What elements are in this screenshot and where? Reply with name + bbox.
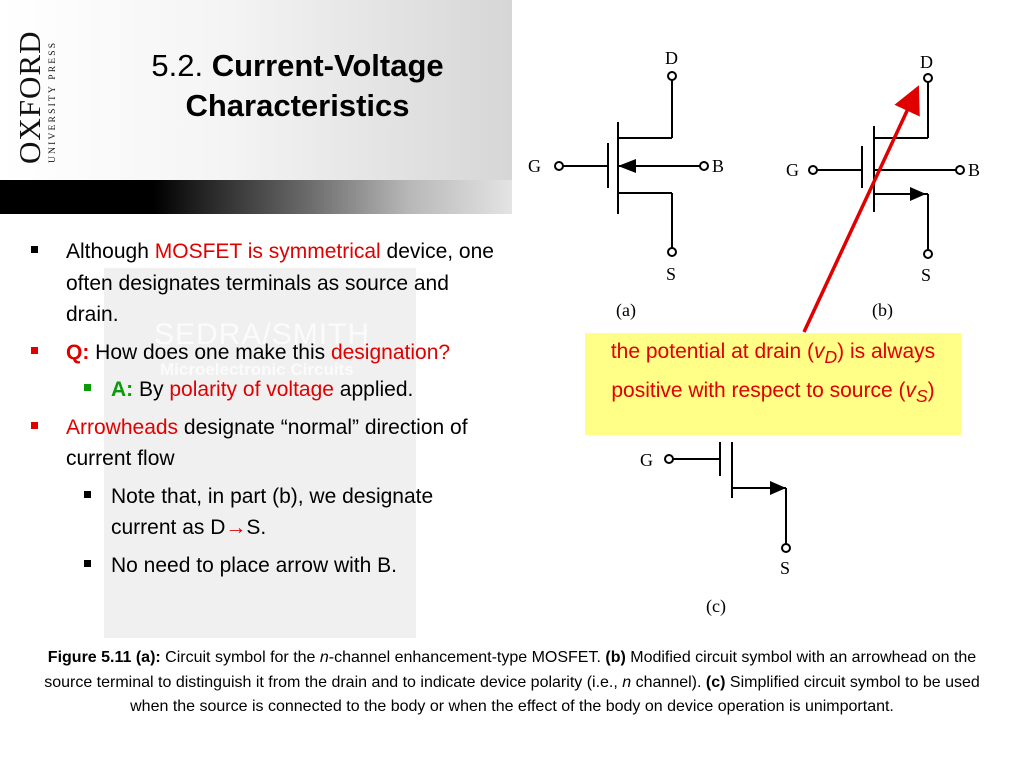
note-var-v: v [905, 379, 916, 403]
bullet-highlight: MOSFET is symmetrical [154, 240, 381, 263]
bullet-text: No need to place arrow with B. [111, 553, 397, 577]
bullet-item-symmetric: Although MOSFET is symmetrical device, o… [28, 236, 498, 331]
label-a: (a) [616, 300, 636, 321]
drain-terminal-b [923, 73, 933, 83]
bullet-highlight: Arrowheads [66, 415, 179, 439]
square-bullet-icon [31, 346, 38, 354]
source-terminal-a [667, 247, 677, 257]
bullet-text: designate “normal” direction of current … [66, 415, 468, 471]
note-text: the potential at drain ( [610, 340, 814, 363]
gate-terminal-a [554, 161, 564, 171]
label-d-b: D [920, 52, 933, 72]
title-number: 5.2. [151, 48, 204, 83]
red-pointer-arrow [802, 85, 920, 333]
note-text: ) is always positive with respect to sou… [611, 340, 936, 403]
logo-sub-text: UNIVERSITY PRESS [48, 40, 58, 163]
header-gradient [0, 0, 512, 180]
label-s-c: S [780, 558, 790, 578]
watermark-title: SEDRA/SMITH [154, 318, 371, 351]
symbol-b: D G B S (b) [786, 52, 980, 321]
note-sub-d: D [824, 347, 838, 368]
watermark-subtitle: Microelectronic Circuits [160, 360, 354, 379]
label-s-b: S [921, 265, 931, 285]
bullet-question-label: Q: [66, 340, 90, 364]
note-sub-s: S [915, 386, 928, 407]
label-s-a: S [666, 264, 676, 284]
square-bullet-icon [31, 421, 38, 429]
bullet-answer-label: A: [111, 378, 134, 401]
logo-main-text: OXFORD [12, 30, 47, 164]
bullet-text: S. [246, 516, 267, 539]
caption-italic: n [319, 649, 329, 666]
gate-terminal-c [664, 454, 674, 464]
right-arrow-icon: → [225, 516, 247, 539]
header-bar [0, 180, 512, 214]
book-cover-watermark: SEDRA/SMITH Microelectronic Circuits [104, 268, 416, 638]
label-b: (b) [872, 300, 893, 321]
bullet-text: How does one make this [89, 340, 331, 364]
note-var-v: v [813, 340, 825, 363]
bullet-item-question: Q: How does one make this designation? [28, 337, 498, 369]
slide-title: 5.2. Current-Voltage Characteristics [100, 46, 495, 126]
bullet-list: Although MOSFET is symmetrical device, o… [28, 236, 498, 581]
caption-label: Figure 5.11 (a): [47, 649, 161, 666]
bullet-text: Note that, in part (b), we designate cur… [111, 484, 434, 540]
caption-text: channel). [631, 673, 706, 691]
oxford-logo: OXFORD UNIVERSITY PRESS [8, 10, 68, 166]
bullet-item-note: Note that, in part (b), we designate cur… [28, 481, 498, 544]
drain-terminal-a [667, 71, 677, 81]
caption-text: -channel enhancement-type MOSFET. [328, 649, 606, 666]
caption-text: Circuit symbol for the [160, 649, 320, 666]
source-terminal-b [923, 249, 933, 259]
bullet-text: Although [66, 240, 155, 263]
symbol-a: D G B S (a) [528, 48, 724, 321]
square-bullet-icon [31, 246, 38, 253]
label-g-b: G [786, 160, 799, 180]
label-c: (c) [706, 596, 726, 617]
caption-text: Simplified circuit symbol to be used whe… [130, 673, 980, 716]
square-bullet-icon [84, 384, 91, 391]
caption-label: (c) [705, 673, 726, 691]
label-g-a: G [528, 156, 541, 176]
caption-italic: n [622, 673, 632, 691]
bullet-item-no-arrow: No need to place arrow with B. [28, 550, 498, 582]
title-line1: Current-Voltage [211, 48, 444, 83]
drain-potential-note: the potential at drain (vD) is always po… [585, 333, 961, 435]
body-arrow-icon [618, 159, 636, 173]
figure-caption: Figure 5.11 (a): Circuit symbol for the … [24, 646, 1000, 720]
caption-label: (b) [605, 649, 626, 666]
square-bullet-icon [84, 559, 91, 567]
symbol-c: G S (c) [640, 442, 791, 617]
bullet-item-arrowheads: Arrowheads designate “normal” direction … [28, 412, 498, 475]
gate-terminal-b [808, 165, 818, 175]
bullet-text: applied. [333, 378, 414, 401]
bullet-text: device, one often designates terminals a… [66, 240, 494, 326]
label-b-b: B [968, 160, 980, 180]
title-line2: Characteristics [185, 88, 410, 123]
caption-text: Modified circuit symbol with an arrowhea… [44, 649, 977, 691]
label-g-c: G [640, 450, 653, 470]
mosfet-symbols-diagram: D G B S (a) D G B S (b) G [528, 48, 980, 617]
body-terminal-a [699, 161, 709, 171]
body-terminal-b [955, 165, 965, 175]
bullet-highlight: polarity of voltage [169, 378, 334, 401]
square-bullet-icon [84, 490, 91, 498]
source-terminal-c [781, 543, 791, 553]
bullet-highlight: designation? [330, 340, 451, 364]
bullet-text: By [133, 378, 170, 401]
label-b-a: B [712, 156, 724, 176]
label-d-a: D [665, 48, 678, 68]
bullet-item-answer: A: By polarity of voltage applied. [28, 374, 498, 406]
note-text: ) [927, 379, 935, 403]
